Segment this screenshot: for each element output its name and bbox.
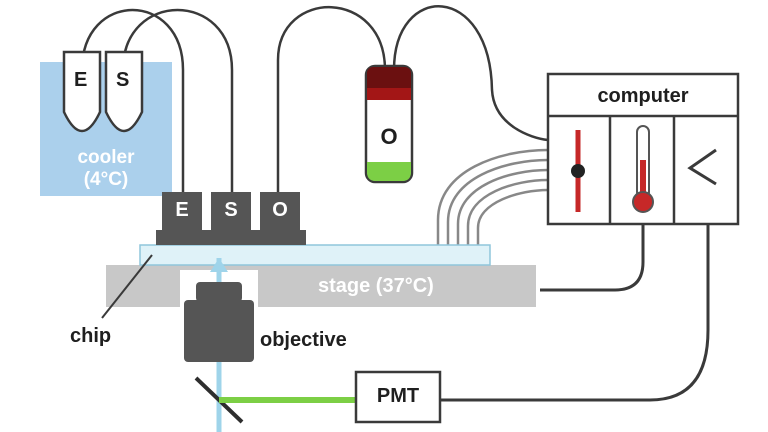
port-e-label: E (175, 199, 189, 221)
reservoir-label: O (380, 124, 398, 149)
stage-plate (106, 265, 536, 307)
objective-body (184, 300, 254, 362)
tube-s-label: S (116, 69, 130, 91)
reservoir-cap-band (367, 88, 411, 100)
pmt-box (354, 370, 442, 424)
reservoir-liquid (367, 162, 411, 181)
tube-s (104, 50, 144, 133)
wire-temperature (540, 224, 645, 292)
port-o-label: O (272, 199, 288, 221)
light-arrowhead (210, 258, 228, 272)
pmt-label: PMT (376, 385, 420, 407)
chip-label: chip (70, 325, 112, 347)
port-s-label: S (224, 199, 238, 221)
port-o-base (254, 230, 306, 245)
wire-pmt (440, 224, 710, 402)
port-s-cap (211, 192, 251, 230)
port-s-base (205, 230, 257, 245)
objective-label: objective (260, 329, 347, 351)
wire-bundle (436, 148, 549, 246)
cooler-label: cooler (77, 147, 135, 168)
objective-tip (196, 282, 242, 302)
chip-pointer (101, 254, 153, 319)
port-o-cap (260, 192, 300, 230)
port-e-base (156, 230, 208, 245)
tubing-s (121, 8, 234, 195)
computer-title: computer (597, 85, 689, 107)
tube-e-label: E (74, 69, 88, 91)
chip-slide (139, 244, 491, 266)
syringe-pump-icon (571, 130, 585, 212)
tubing-o (276, 5, 387, 195)
port-e-cap (162, 192, 202, 230)
cooler-temperature: (4°C) (83, 169, 129, 190)
stage-label: stage (37°C) (318, 275, 434, 297)
tube-e (62, 50, 102, 133)
signal-trace-icon (687, 148, 717, 186)
tubing-o-pressure (392, 5, 549, 142)
tubing-e (80, 8, 185, 195)
thermometer-icon (632, 125, 654, 213)
